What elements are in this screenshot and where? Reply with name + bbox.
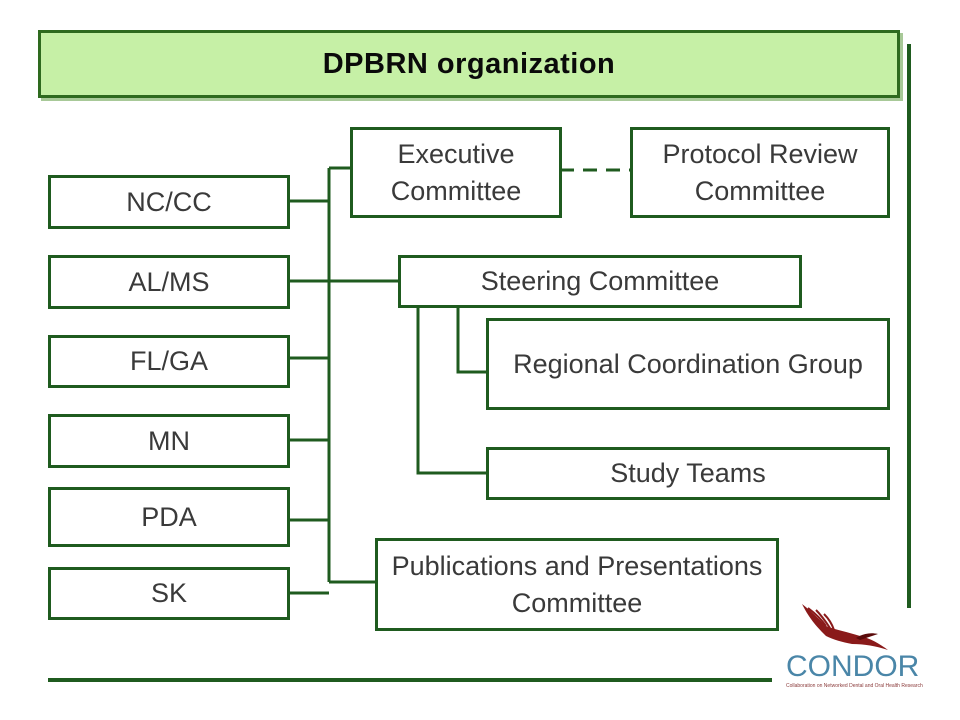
- region-box-pda: PDA: [48, 487, 290, 547]
- region-box-sk: SK: [48, 567, 290, 620]
- region-box-alms: AL/MS: [48, 255, 290, 309]
- condor-logo-text: CONDOR: [786, 650, 920, 683]
- condor-bird-icon: [802, 604, 888, 650]
- region-box-flga: FL/GA: [48, 335, 290, 388]
- regional-coordination-group-box: Regional Coordination Group: [486, 318, 890, 410]
- protocol-review-committee-box: Protocol Review Committee: [630, 127, 890, 218]
- study-teams-box: Study Teams: [486, 447, 890, 500]
- page-title: DPBRN organization: [38, 30, 900, 98]
- steering-committee-box: Steering Committee: [398, 255, 802, 308]
- executive-committee-box: Executive Committee: [350, 127, 562, 218]
- region-box-nccc: NC/CC: [48, 175, 290, 229]
- condor-logo-tagline: Collaboration on Networked Dental and Or…: [786, 683, 923, 689]
- publications-committee-box: Publications and Presentations Committee: [375, 538, 779, 631]
- region-box-mn: MN: [48, 414, 290, 468]
